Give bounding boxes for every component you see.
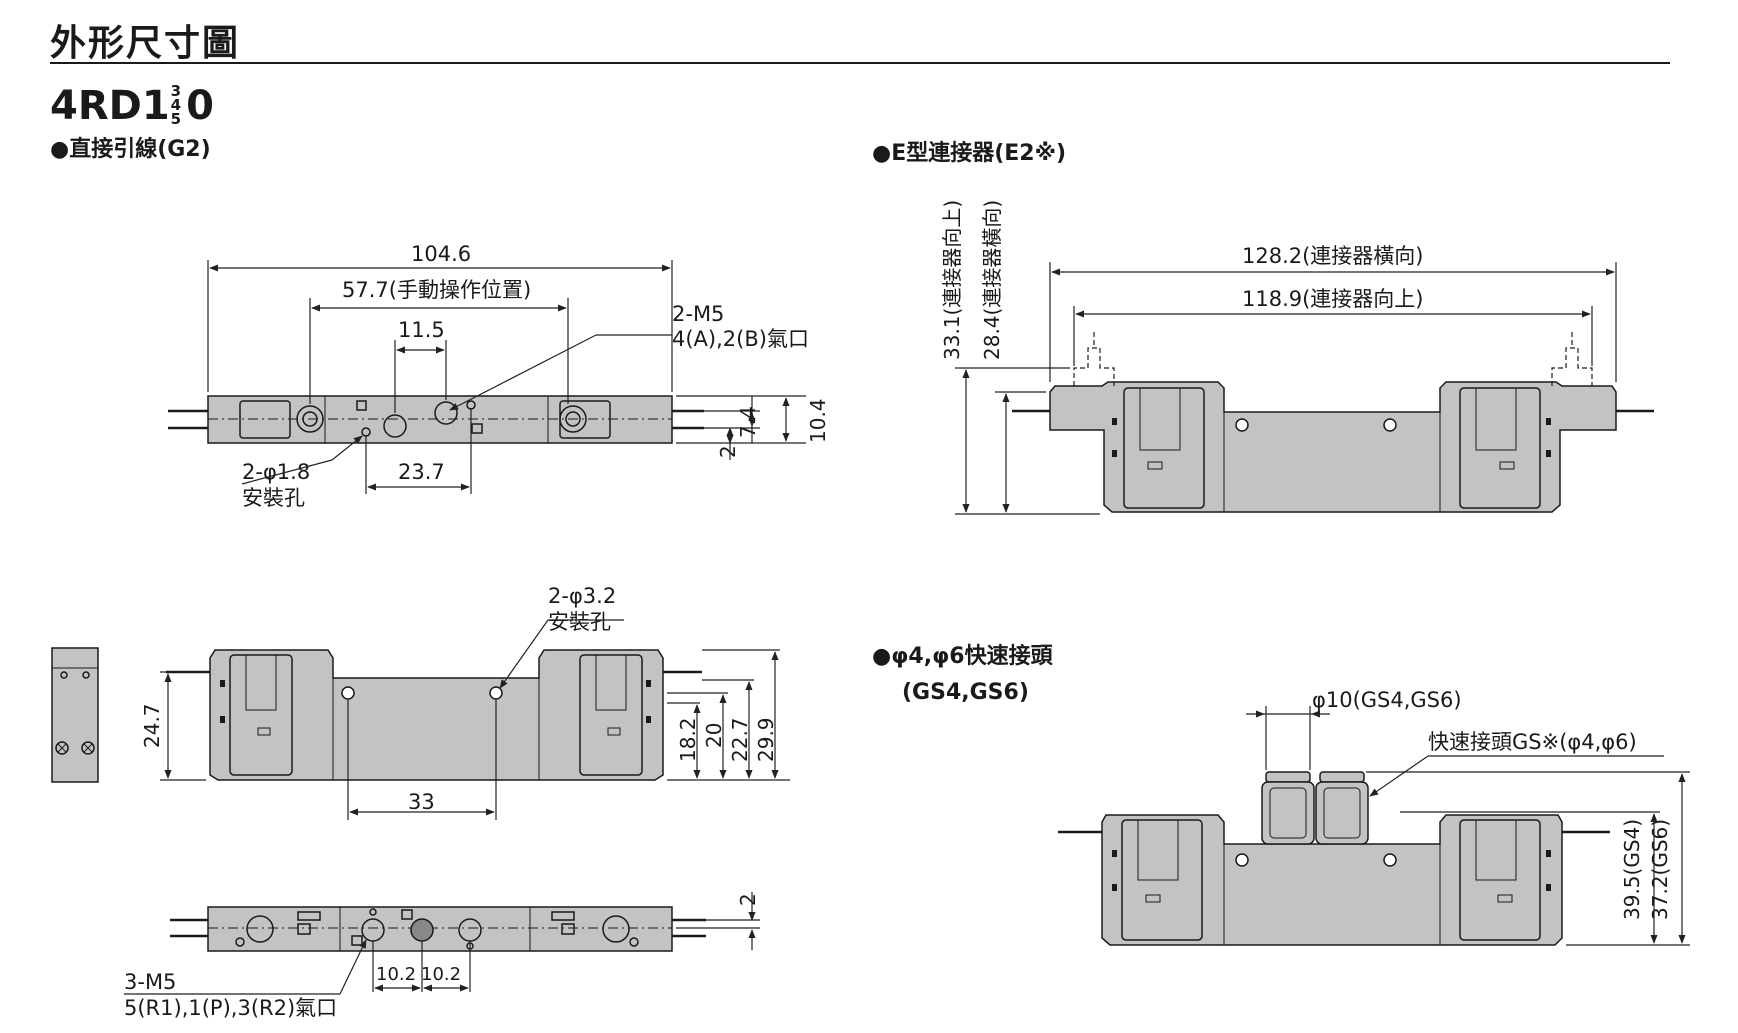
g2-bottom-view [170, 906, 706, 952]
section-gs-title-2: (GS4,GS6) [902, 680, 1029, 705]
g2-top-dimensions [207, 260, 806, 494]
g2-end-view [51, 647, 99, 783]
manual-override-right [559, 405, 587, 433]
side-mount-hole-right [489, 686, 503, 700]
label-m5-ports-ab: 2-M5 [672, 302, 725, 326]
valve-body-bottom [207, 906, 673, 952]
dim-10-2-b: 10.2 [421, 964, 462, 985]
section-gs-title-1: ●φ4,φ6快速接頭 [872, 644, 1053, 669]
valve-body-gs [1101, 814, 1563, 946]
valve-body-side [209, 649, 664, 781]
port-b-circle [383, 414, 407, 438]
e2-dimensions [955, 262, 1617, 515]
valve-body-e2 [1049, 381, 1617, 513]
g2-top-view [168, 395, 704, 444]
dim-128-2: 128.2(連接器橫向) [1242, 244, 1424, 268]
g2-side-dimensions [160, 619, 790, 820]
dim-104-6: 104.6 [411, 242, 472, 266]
label-mount-hole-1-8: 2-φ1.8 [242, 460, 311, 484]
title-rule [50, 62, 1670, 64]
port-a-circle [434, 401, 458, 425]
bottom-boss-right [602, 915, 630, 943]
section-e2-title: ●E型連接器(E2※) [872, 141, 1067, 166]
label-mount-hole-3-2-desc: 安裝孔 [548, 610, 611, 634]
label-mount-hole-1-8-desc: 安裝孔 [242, 486, 305, 510]
label-quick-fitting: 快速接頭GS※(φ4,φ6) [1428, 730, 1637, 754]
side-mount-hole-left [341, 686, 355, 700]
lead-wires-right [672, 409, 704, 430]
label-mount-hole-3-2: 2-φ3.2 [548, 584, 617, 608]
page-title: 外形尺寸圖 [50, 23, 241, 64]
dim-11-5: 11.5 [398, 318, 445, 342]
model-variant-4: 4 [170, 96, 182, 114]
dim-118-9: 118.9(連接器向上) [1242, 287, 1424, 311]
g2-side-view [166, 649, 702, 781]
model-variant-5: 5 [170, 110, 182, 128]
e2-connector-up-outline [1073, 332, 1593, 386]
dim-phi-10: φ10(GS4,GS6) [1312, 688, 1462, 712]
dim-57-7: 57.7(手動操作位置) [342, 278, 532, 302]
quick-fitting-right [1315, 771, 1369, 845]
label-m5-ports-prr: 3-M5 [124, 970, 177, 994]
lead-wires-left [168, 409, 208, 430]
dim-23-7: 23.7 [398, 460, 445, 484]
label-m5-ports-prr-desc: 5(R1),1(P),3(R2)氣口 [124, 996, 338, 1020]
model-prefix: 4RD1 [50, 83, 170, 129]
quick-fitting-left [1261, 771, 1315, 845]
bottom-boss-left [246, 915, 274, 943]
gs-dimensions [1246, 706, 1690, 946]
port-1-p [410, 918, 434, 942]
g2-bottom-dimensions [124, 892, 760, 995]
manual-override-left [296, 405, 324, 433]
model-variant-3: 3 [170, 82, 182, 100]
gs-view [1058, 771, 1610, 946]
model-suffix: 0 [186, 83, 214, 129]
e2-view [1012, 332, 1654, 513]
label-m5-ports-ab-desc: 4(A),2(B)氣口 [672, 327, 809, 351]
section-g2-title: ●直接引線(G2) [50, 137, 211, 162]
dim-10-2-a: 10.2 [376, 964, 417, 985]
